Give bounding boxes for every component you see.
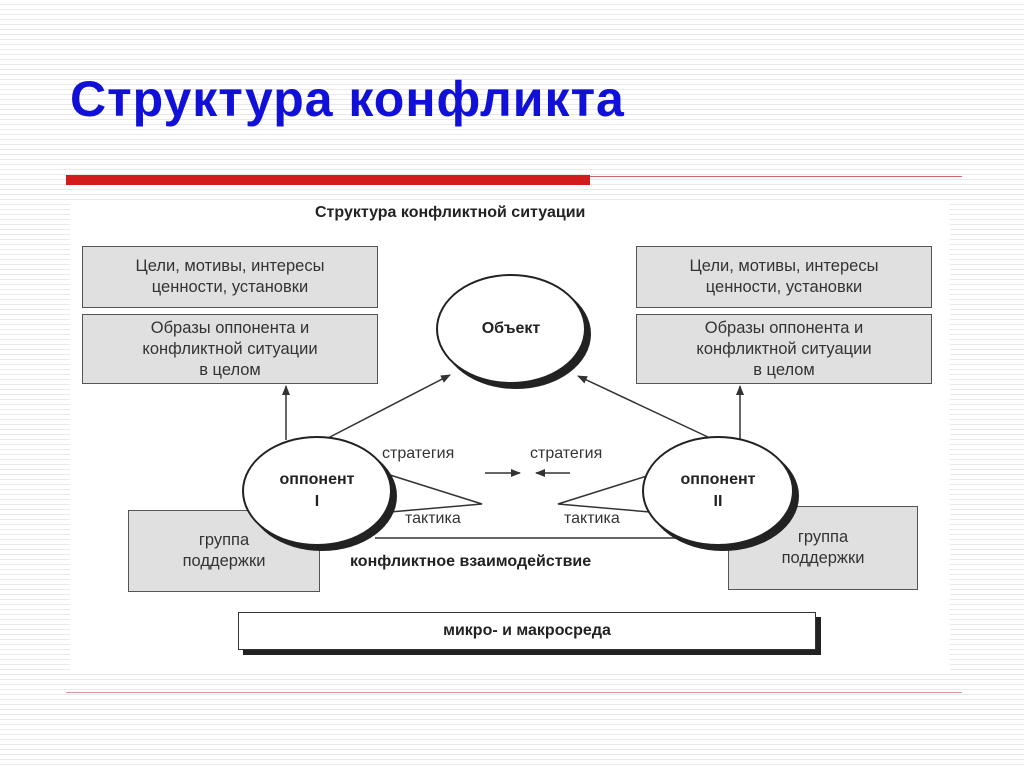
slide-title: Структура конфликта	[70, 71, 625, 127]
diagram-title: Структура конфликтной ситуации	[315, 204, 586, 221]
diagram-panel: Цели, мотивы, интересы ценности, установ…	[70, 200, 950, 670]
left-tactic-label: тактика	[405, 510, 461, 527]
left-opponent-circle: оппонент I	[242, 436, 392, 546]
arrow-left-opponent-to-object	[327, 374, 451, 439]
right-goals-box: Цели, мотивы, интересы ценности, установ…	[636, 246, 932, 308]
diagram-connectors	[282, 374, 744, 539]
right-opponent-circle: оппонент II	[642, 436, 794, 546]
left-images-box: Образы оппонента и конфликтной ситуации …	[82, 314, 378, 384]
arrow-right-opponent-to-object	[577, 375, 711, 439]
environment-box: микро- и макросреда	[238, 612, 816, 650]
right-images-box: Образы оппонента и конфликтной ситуации …	[636, 314, 932, 384]
interaction-label: конфликтное взаимодействие	[350, 553, 592, 570]
title-underline-thin	[590, 176, 962, 177]
wedge-right	[557, 474, 651, 513]
wedge-left	[389, 474, 483, 513]
title-underline-red	[66, 175, 590, 185]
right-strategy-label: стратегия	[530, 445, 603, 462]
object-circle: Объект	[436, 274, 586, 384]
left-strategy-label: стратегия	[382, 445, 455, 462]
left-goals-box: Цели, мотивы, интересы ценности, установ…	[82, 246, 378, 308]
footer-line	[66, 692, 962, 693]
right-tactic-label: тактика	[564, 510, 620, 527]
